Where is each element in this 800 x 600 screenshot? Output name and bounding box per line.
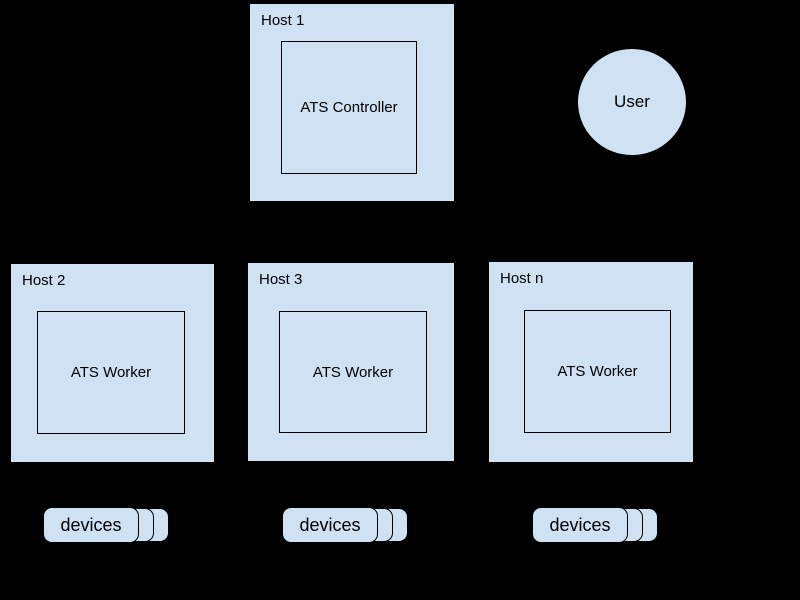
host-3-box: Host 3 ATS Worker [247, 262, 455, 462]
host-2-box: Host 2 ATS Worker [10, 263, 215, 463]
user-label: User [614, 92, 650, 111]
host-3-label: Host 3 [259, 271, 303, 288]
host-1-box: Host 1 ATS Controller [249, 3, 455, 202]
devices-stack-host-2: devices [43, 507, 171, 545]
ats-worker-box: ATS Worker [524, 310, 671, 433]
ats-worker-box: ATS Worker [37, 311, 185, 434]
device-card-front: devices [43, 507, 139, 543]
devices-stack-host-n: devices [532, 507, 660, 545]
host-n-label: Host n [500, 270, 544, 287]
host-1-label: Host 1 [261, 12, 305, 29]
ats-controller-box: ATS Controller [281, 41, 417, 174]
devices-label: devices [60, 514, 122, 535]
user-node: User [577, 48, 687, 156]
ats-worker-box: ATS Worker [279, 311, 427, 433]
ats-controller-label: ATS Controller [300, 99, 398, 116]
devices-stack-host-3: devices [282, 507, 410, 545]
ats-worker-label: ATS Worker [70, 364, 152, 381]
host-n-box: Host n ATS Worker [488, 261, 694, 463]
devices-label: devices [549, 514, 611, 535]
device-card-front: devices [282, 507, 378, 543]
host-2-label: Host 2 [22, 272, 66, 289]
device-card-front: devices [532, 507, 628, 543]
ats-worker-label: ATS Worker [557, 363, 638, 380]
ats-worker-label: ATS Worker [312, 363, 394, 381]
devices-label: devices [299, 514, 361, 535]
